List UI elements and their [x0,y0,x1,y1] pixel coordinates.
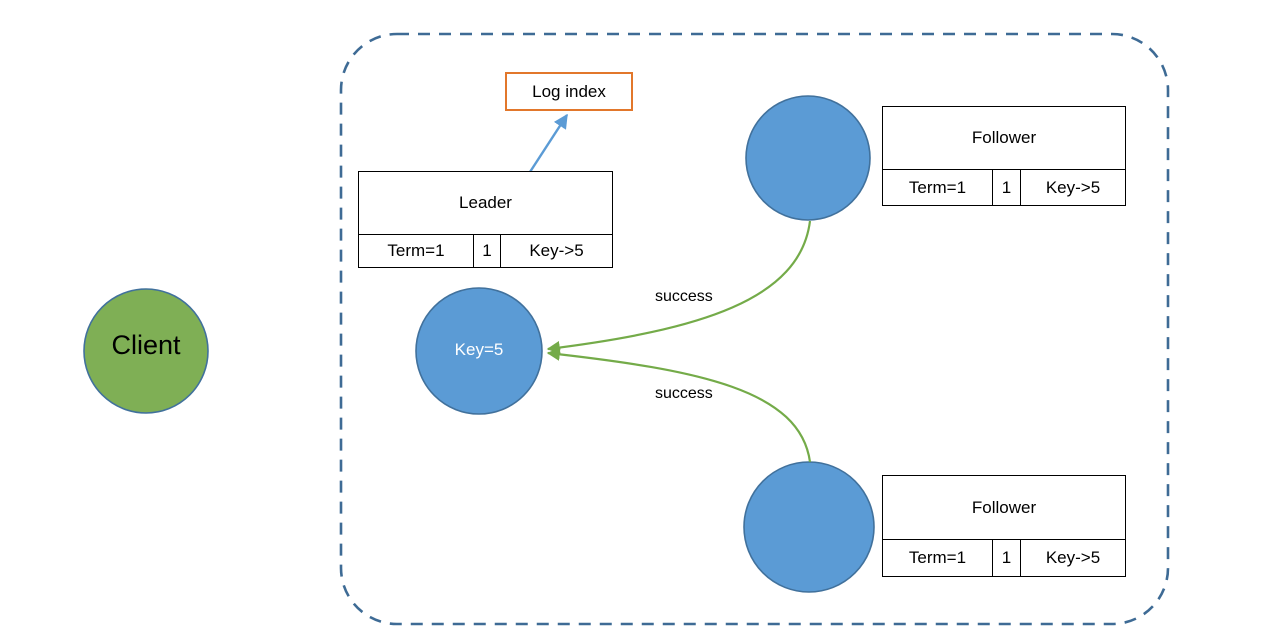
follower1-node[interactable] [745,95,871,221]
log-index-pointer-arrow [476,113,569,253]
raft-cluster-boundary [339,32,1170,626]
leader-node[interactable] [415,287,543,415]
follower2-node[interactable] [743,461,875,593]
success-top-arrow [546,220,812,355]
success-bottom-arrow [546,347,812,463]
client-node[interactable] [83,288,209,414]
